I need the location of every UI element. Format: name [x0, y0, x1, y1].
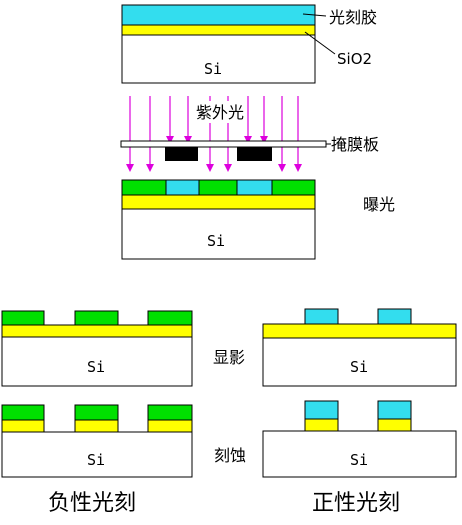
si-substrate: [121, 34, 316, 84]
sio2-leader-line: [304, 31, 336, 55]
uv-light-label: 紫外光: [196, 103, 244, 122]
negative-etch-wafer: Si: [1, 404, 193, 478]
photoresist-exposed-region: [121, 179, 167, 196]
si-label: Si: [207, 232, 225, 250]
mask-opaque-block: [237, 147, 272, 161]
sio2-block: [377, 418, 412, 432]
si-substrate: [1, 431, 193, 478]
photoresist-exposed-region: [271, 179, 316, 196]
si-label: Si: [350, 358, 368, 376]
sio2-block: [1, 419, 45, 433]
photoresist-exposed-region: [198, 179, 238, 196]
positive-etch-wafer: Si: [262, 400, 457, 478]
positive-lithography-caption: 正性光刻: [312, 491, 400, 516]
sio2-layer: [121, 24, 316, 36]
sio2-block: [74, 419, 119, 433]
mask-glass: [120, 140, 327, 148]
photoresist-block: [147, 310, 193, 326]
uv-arrows: [126, 96, 302, 172]
initial-wafer: Si: [121, 4, 316, 84]
photoresist-unexposed-region: [165, 179, 200, 196]
photoresist-block: [377, 308, 412, 325]
sio2-block: [147, 419, 193, 433]
si-label: Si: [350, 451, 368, 469]
mask-plate: [120, 140, 327, 161]
photoresist-block: [74, 310, 119, 326]
si-substrate: [262, 430, 457, 478]
photoresist-leader-line: [302, 13, 327, 17]
develop-label: 显影: [213, 348, 245, 367]
mask-opaque-block: [165, 147, 198, 161]
photoresist-layer: [121, 4, 316, 26]
sio2-layer: [121, 194, 316, 210]
photoresist-label: 光刻胶: [329, 8, 377, 27]
sio2-layer: [262, 323, 457, 339]
exposure-label: 曝光: [363, 195, 395, 214]
mask-label: 掩膜板: [331, 135, 379, 154]
si-substrate: [1, 336, 193, 387]
etch-label: 刻蚀: [214, 446, 246, 465]
photoresist-block: [1, 310, 45, 326]
photoresist-block: [304, 308, 339, 325]
si-label: Si: [87, 451, 105, 469]
photoresist-block: [1, 404, 45, 421]
sio2-layer: [1, 324, 193, 338]
photoresist-unexposed-region: [236, 179, 273, 196]
si-substrate: [262, 337, 457, 387]
positive-develop-wafer: Si: [262, 308, 457, 387]
si-substrate: [121, 208, 316, 260]
photoresist-block: [74, 404, 119, 421]
si-label: Si: [87, 358, 105, 376]
photoresist-block: [304, 400, 339, 420]
photoresist-block: [377, 400, 412, 420]
sio2-label: SiO2: [337, 50, 372, 68]
uv-label-background: [195, 101, 247, 123]
negative-lithography-caption: 负性光刻: [48, 491, 136, 516]
sio2-block: [304, 418, 339, 432]
negative-develop-wafer: Si: [1, 310, 193, 387]
photoresist-block: [147, 404, 193, 421]
exposed-wafer: Si: [121, 179, 316, 260]
si-label: Si: [204, 60, 222, 78]
